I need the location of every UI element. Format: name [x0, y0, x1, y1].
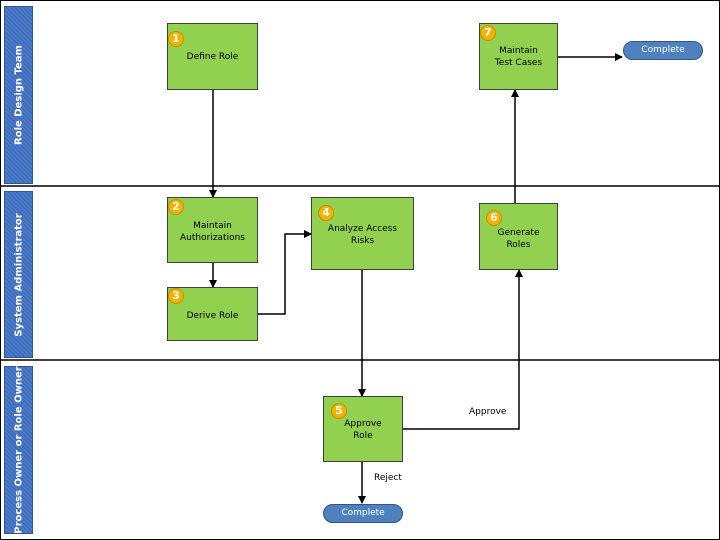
step-badge: 1: [168, 31, 184, 47]
step-badge: 6: [486, 210, 502, 226]
step-badge: 4: [318, 205, 334, 221]
complete-terminator-bottom: Complete: [323, 504, 403, 523]
task-label: Analyze Access Risks: [327, 224, 398, 246]
lane-label-sys-admin: System Administrator: [13, 212, 24, 337]
task-label: Approve Role: [344, 419, 382, 441]
lane-header-process-owner: Process Owner or Role Owner: [4, 366, 33, 534]
task-label: Define Role: [186, 52, 239, 62]
step-badge: 2: [168, 199, 184, 215]
complete-terminator-top: Complete: [623, 41, 703, 60]
task-label: Generate Roles: [497, 228, 540, 250]
lane-label-role-design: Role Design Team: [13, 45, 24, 145]
flow-5-to-6-approve: [402, 269, 523, 430]
lane-header-sys-admin: System Administrator: [4, 191, 33, 358]
task-label: Derive Role: [186, 311, 239, 321]
lane-label-process-owner: Process Owner or Role Owner: [13, 366, 24, 534]
task-analyze-access-risks: Analyze Access Risks: [311, 197, 414, 270]
step-badge: 3: [168, 288, 184, 304]
reject-label: Reject: [374, 473, 402, 483]
task-generate-roles: Generate Roles: [479, 203, 558, 270]
approve-label: Approve: [469, 407, 507, 417]
flow-3-to-4: [257, 230, 312, 315]
task-label: Maintain Test Cases: [494, 46, 543, 68]
step-badge: 5: [331, 403, 347, 419]
lane-header-role-design: Role Design Team: [4, 6, 33, 184]
task-label: Maintain Authorizations: [180, 221, 245, 243]
step-badge: 7: [480, 25, 496, 41]
